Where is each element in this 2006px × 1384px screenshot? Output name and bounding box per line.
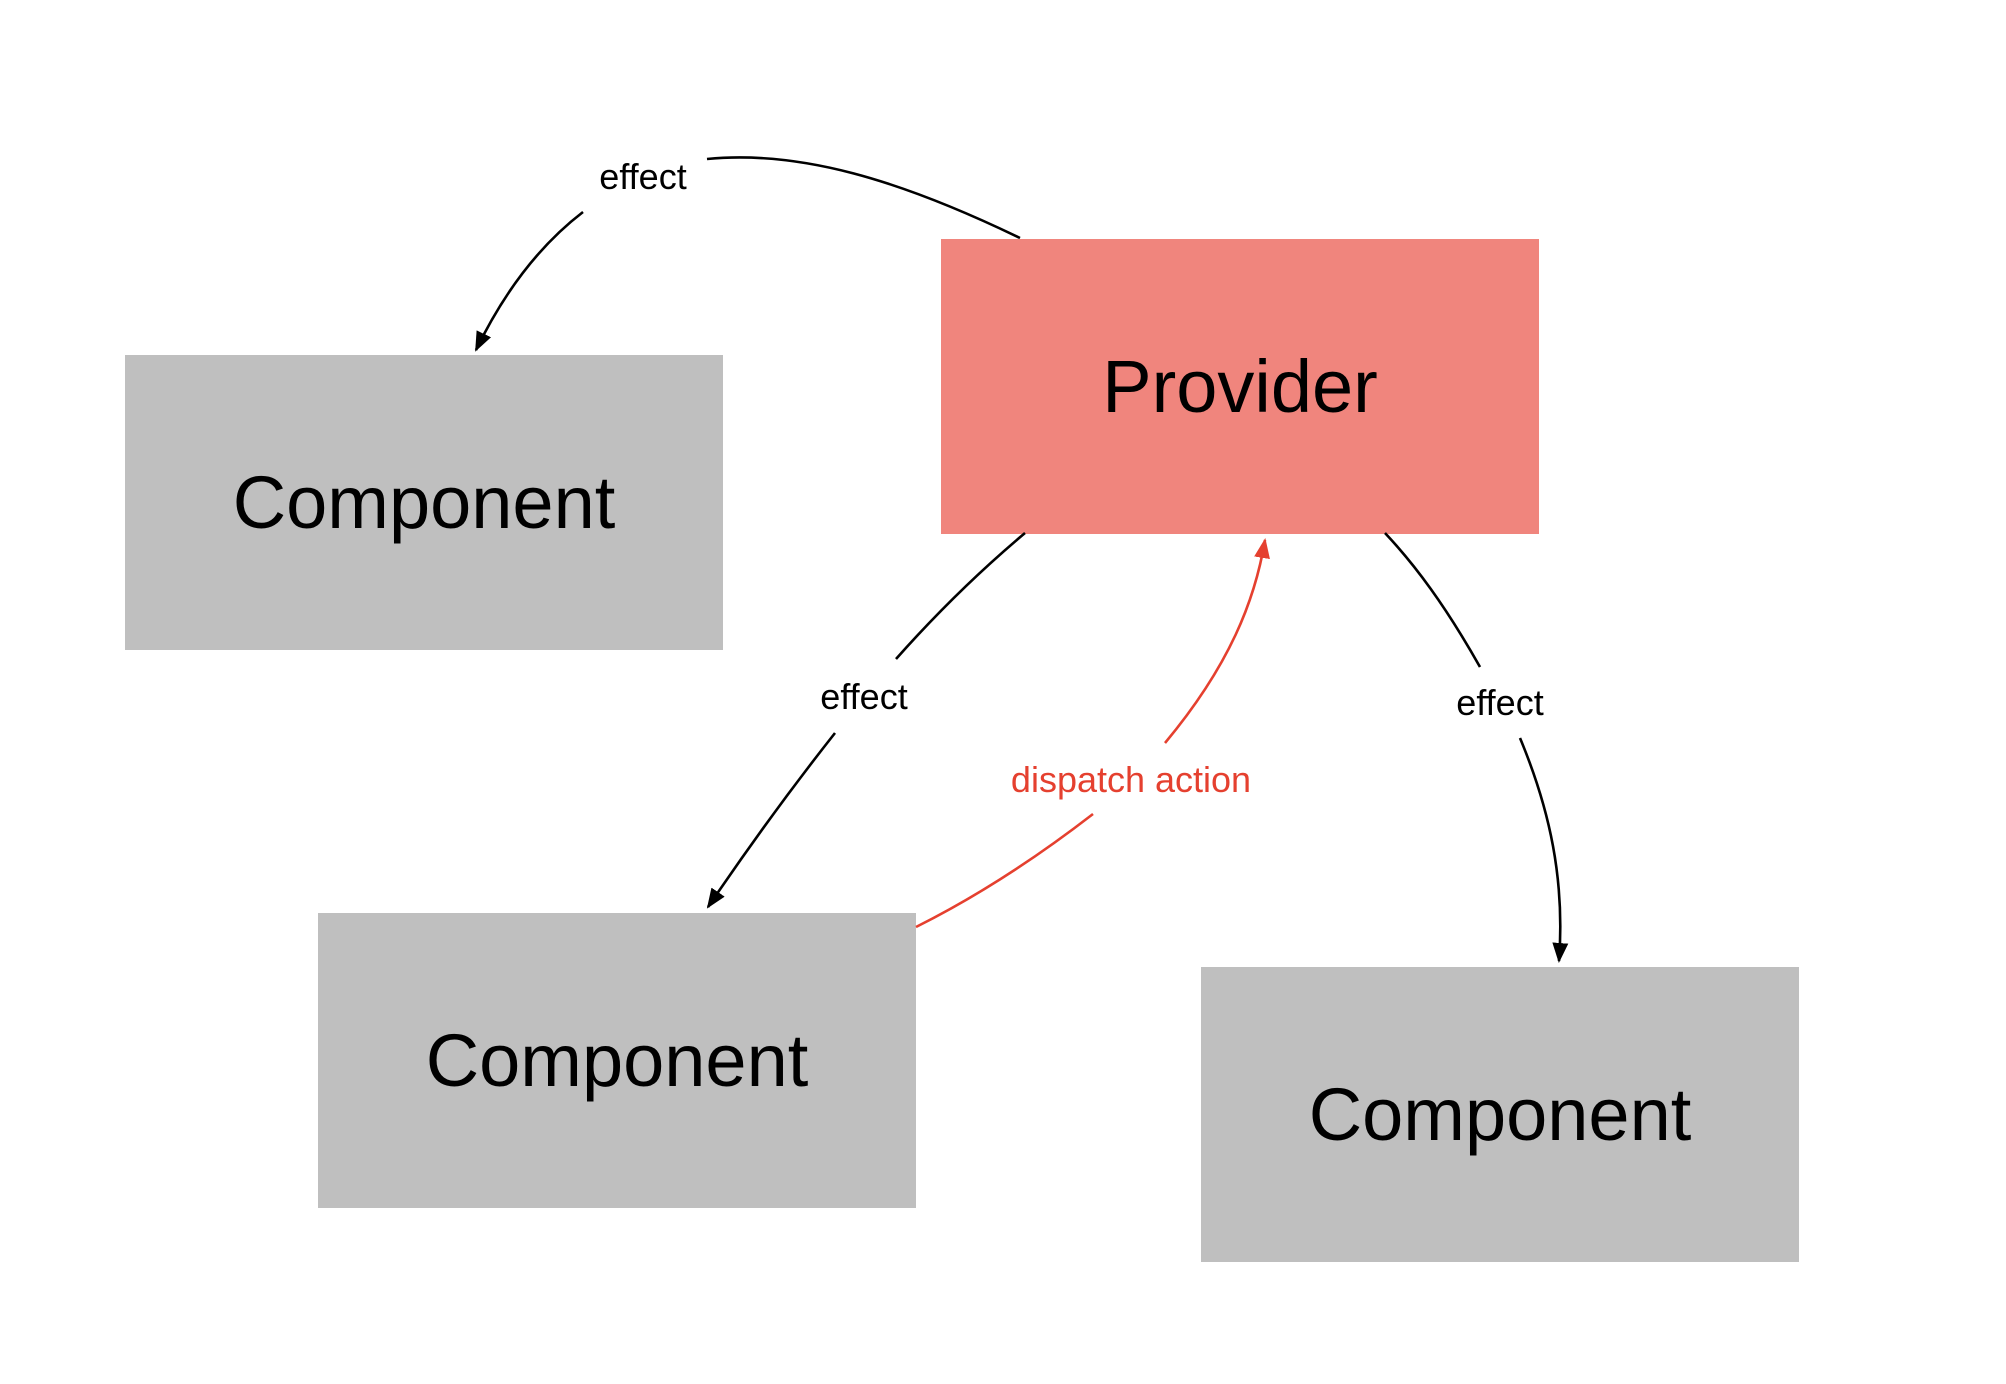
edge-dispatch-to-provider: dispatch action (915, 538, 1270, 929)
edge-effect-to-left-label: effect (599, 156, 686, 197)
edge-effect-to-left: effect (474, 156, 1021, 352)
component-bottom-right-label: Component (1309, 1073, 1692, 1156)
provider-box (941, 239, 1539, 534)
edge-effect-to-bottom-left: effect (706, 532, 1026, 909)
component-left-node[interactable]: Component (125, 355, 723, 650)
edge-dispatch-to-provider-label: dispatch action (1011, 759, 1251, 800)
edge-effect-to-bottom-right: effect (1384, 532, 1569, 963)
edge-dispatch-to-provider-line-b (1164, 538, 1270, 744)
edge-effect-to-left-line-b (474, 210, 584, 352)
edge-effect-to-bottom-left-line-a (895, 532, 1026, 660)
component-left-label: Component (233, 461, 616, 544)
component-bottom-left-label: Component (426, 1019, 809, 1102)
edge-effect-to-bottom-right-label: effect (1456, 682, 1543, 723)
provider-label: Provider (1102, 345, 1378, 428)
component-bottom-left-box (318, 913, 916, 1208)
component-left-box (125, 355, 723, 650)
edge-effect-to-bottom-left-label: effect (820, 676, 907, 717)
edge-effect-to-left-line-a (706, 156, 1021, 240)
provider-node[interactable]: Provider (941, 239, 1539, 534)
component-bottom-right-node[interactable]: Component (1201, 967, 1799, 1262)
edge-effect-to-bottom-left-line-b (706, 732, 837, 909)
edge-effect-to-bottom-right-line-a (1384, 532, 1482, 668)
edge-dispatch-to-provider-line-a (915, 812, 1094, 929)
component-bottom-right-box (1201, 967, 1799, 1262)
edge-effect-to-bottom-right-line-b (1518, 737, 1569, 963)
component-bottom-left-node[interactable]: Component (318, 913, 916, 1208)
